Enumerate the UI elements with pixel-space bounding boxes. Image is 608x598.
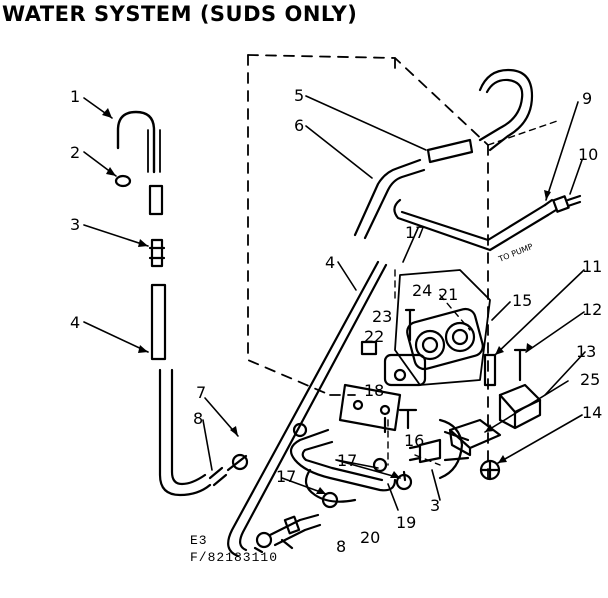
callout-23: 23 <box>372 307 392 326</box>
callout-6: 6 <box>294 116 304 135</box>
part-1-j-hose <box>116 110 156 174</box>
part-9-hose <box>393 198 550 252</box>
part-10-clamp <box>552 195 570 213</box>
callout-22: 22 <box>364 327 384 346</box>
callout-4-upper: 4 <box>325 253 335 272</box>
callout-3-lower: 3 <box>430 496 440 515</box>
part-4-diagonal-tube <box>227 260 388 558</box>
upper-loop-hose <box>478 68 534 152</box>
part-6-elbow <box>353 158 422 237</box>
callout-17-lower-mid: 17 <box>337 451 357 470</box>
part-24-screw <box>404 308 416 342</box>
callout-17-top: 17 <box>405 223 425 242</box>
lower-j-hose <box>158 368 212 497</box>
part-3-coupler <box>408 438 442 464</box>
callout-8-lower: 8 <box>336 537 346 556</box>
part-2-clamp <box>114 174 132 188</box>
figure-code: F/82183110 <box>190 550 279 565</box>
part-23-valve <box>383 353 427 387</box>
part-5-hose <box>426 138 474 164</box>
callout-17-lower-left: 17 <box>276 467 296 486</box>
part-3-connector <box>150 238 164 268</box>
callout-18: 18 <box>364 381 384 400</box>
part-20-fitting <box>268 513 322 547</box>
callout-21: 21 <box>438 285 458 304</box>
arrowheads <box>102 108 551 494</box>
part-13-switch <box>498 383 542 414</box>
part-17-clamp-left <box>321 491 339 509</box>
callout-5: 5 <box>294 86 304 105</box>
callout-9: 9 <box>582 89 592 108</box>
part-7-nut <box>231 453 249 471</box>
part-17-clamp-right <box>395 473 413 491</box>
callout-1: 1 <box>70 87 80 106</box>
callout-8-left: 8 <box>193 409 203 428</box>
callout-16: 16 <box>404 431 424 450</box>
callout-7: 7 <box>196 383 206 402</box>
callout-2: 2 <box>70 143 80 162</box>
callout-3-left: 3 <box>70 215 80 234</box>
callout-10: 10 <box>578 145 598 164</box>
callout-15: 15 <box>512 291 532 310</box>
part-4-long-tube <box>150 283 167 361</box>
to-pump-label: TO PUMP <box>496 242 534 264</box>
cabinet-outline <box>247 54 489 481</box>
callout-leaders <box>83 95 586 511</box>
part-17-clamp-center <box>372 457 388 473</box>
short-tube <box>148 184 164 216</box>
callout-labels: 1 2 3 4 5 6 7 8 9 10 11 12 13 14 15 16 1… <box>70 86 602 556</box>
callout-25: 25 <box>580 370 600 389</box>
part-12-pin <box>513 348 527 382</box>
pump-coupling <box>438 418 470 480</box>
callout-12: 12 <box>582 300 602 319</box>
part-8-clip-left <box>208 466 228 487</box>
callout-20: 20 <box>360 528 380 547</box>
doc-code: E3 <box>190 533 208 548</box>
callout-13: 13 <box>576 342 596 361</box>
part-16-screws <box>383 408 418 434</box>
page-title: WATER SYSTEM (SUDS ONLY) <box>2 2 358 26</box>
callout-4-left: 4 <box>70 313 80 332</box>
part-22-fitting <box>360 340 378 356</box>
part-8-clamp <box>255 531 273 549</box>
part-17-clamp-mid <box>292 422 308 438</box>
callout-11: 11 <box>582 257 602 276</box>
callout-24: 24 <box>412 281 432 300</box>
part-18-bracket <box>338 383 402 432</box>
callout-14: 14 <box>582 403 602 422</box>
callout-19: 19 <box>396 513 416 532</box>
part-11-stud <box>483 353 497 387</box>
valve-assembly <box>338 269 542 481</box>
